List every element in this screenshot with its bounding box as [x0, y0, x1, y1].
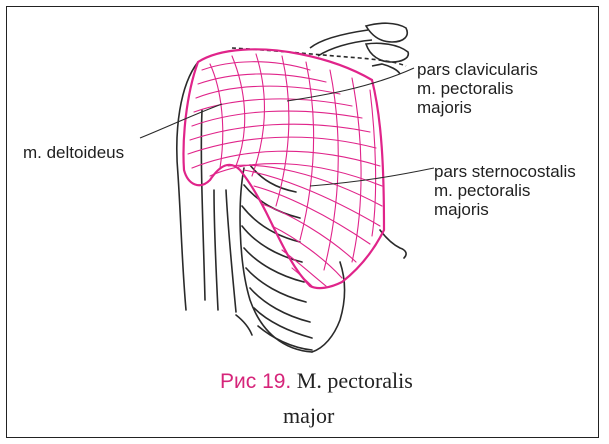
leader-deltoid [140, 104, 222, 138]
figure-caption: Рис 19. M. pectoralis [220, 368, 413, 394]
label-line: pars sternocostalis [434, 162, 576, 181]
pectoralis-major-muscle [184, 49, 384, 288]
label-line: m. deltoideus [23, 143, 124, 162]
caption-prefix: Рис 19. [220, 370, 291, 393]
label-pars-clavicularis: pars clavicularis m. pectoralis majoris [417, 60, 538, 117]
leader-clavicular [287, 68, 414, 101]
label-pars-sternocostalis: pars sternocostalis m. pectoralis majori… [434, 162, 576, 219]
label-line: majoris [417, 98, 538, 117]
leader-sternocostal [310, 168, 434, 186]
label-m-deltoideus: m. deltoideus [23, 143, 124, 162]
rib-cage [240, 165, 406, 352]
label-line: majoris [434, 200, 576, 219]
label-line: m. pectoralis [417, 79, 538, 98]
caption-title-continued: major [283, 403, 334, 429]
label-line: m. pectoralis [434, 181, 576, 200]
caption-title: M. pectoralis [297, 368, 413, 393]
label-line: pars clavicularis [417, 60, 538, 79]
